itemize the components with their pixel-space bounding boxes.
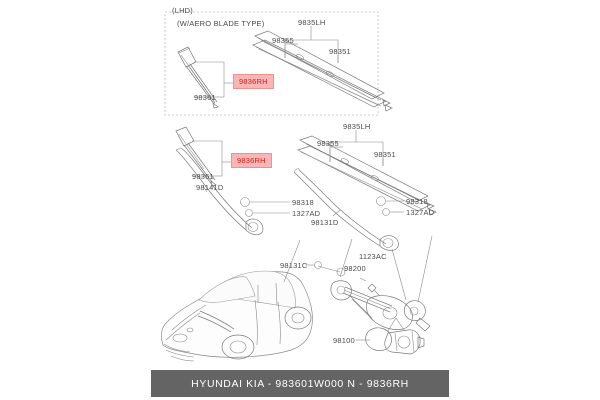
part-number-banner: HYUNDAI KIA - 983601W000 N - 9836RH <box>151 370 449 397</box>
aero-blade-mid-label: 98355 <box>272 36 294 45</box>
conv-blade-mid-label: 98355 <box>317 139 339 148</box>
linkage-assembly-graphic <box>330 280 431 332</box>
conv-cap-left-label: 98318 <box>292 198 314 207</box>
conv-highlight-label[interactable]: 9836RH <box>231 153 272 168</box>
bolt-graphic <box>359 277 381 297</box>
vehicle-illustration <box>161 270 313 362</box>
bolt-label: 1123AC <box>359 252 387 261</box>
conv-blade-left-label: 98361 <box>192 172 214 181</box>
linkage-label: 98200 <box>344 264 366 273</box>
conv-left-arm-graphic <box>175 147 264 236</box>
conv-arm-right-label: 98131D <box>311 218 339 227</box>
conv-arm-left-label: 98141D <box>196 183 224 192</box>
banner-text: HYUNDAI KIA - 983601W000 N - 9836RH <box>191 377 409 390</box>
conv-right-blade-graphic <box>297 135 437 216</box>
conv-right-hardware <box>376 196 404 216</box>
steering-note-label: (LHD) <box>172 6 193 15</box>
conv-blade-right-label: 98351 <box>374 150 396 159</box>
conv-right-arm-graphic <box>293 168 399 251</box>
wiper-motor-graphic <box>356 317 425 355</box>
aero-right-blade-graphic <box>252 30 393 112</box>
conv-nut-right-label: 1327AD <box>406 208 435 217</box>
aero-blade-right-label: 98351 <box>329 47 351 56</box>
pivot-cap-graphic <box>305 261 346 277</box>
conv-left-hardware <box>240 197 290 217</box>
aero-leader-lines <box>194 26 339 98</box>
pivot-cap-label: 98131C <box>280 261 308 270</box>
assembly-reference-lines <box>283 235 433 331</box>
conv-nut-left-label: 1327AD <box>292 209 321 218</box>
conv-assembly-right-label: 9835LH <box>343 122 371 131</box>
conv-leader-lines <box>192 130 384 217</box>
aero-panel-title: (W/AERO BLADE TYPE) <box>177 19 265 28</box>
aero-assembly-right-label: 9835LH <box>298 18 326 27</box>
conv-cap-right-label: 98318 <box>406 197 428 206</box>
aero-highlight-label[interactable]: 9836RH <box>233 74 274 89</box>
motor-label: 98100 <box>333 336 355 345</box>
aero-panel-dashed-border <box>164 11 379 116</box>
aero-blade-left-label: 98361 <box>194 93 216 102</box>
